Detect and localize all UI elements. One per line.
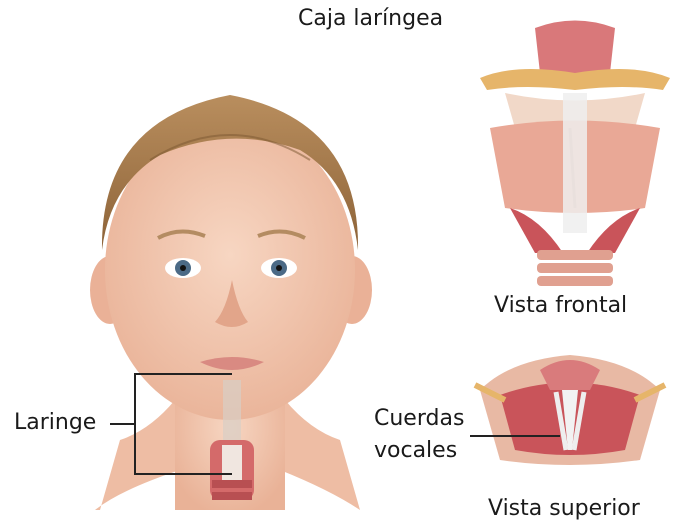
front-view-label: Vista frontal xyxy=(494,293,627,319)
top-view-label: Vista superior xyxy=(488,496,640,522)
larynx-label: Laringe xyxy=(14,410,96,436)
vocal-cords-label-line2: vocales xyxy=(374,438,457,464)
larynx-top-view xyxy=(470,350,670,470)
vocal-cords-label-line1: Cuerdas xyxy=(374,406,464,432)
larynx-front-view xyxy=(475,18,675,288)
